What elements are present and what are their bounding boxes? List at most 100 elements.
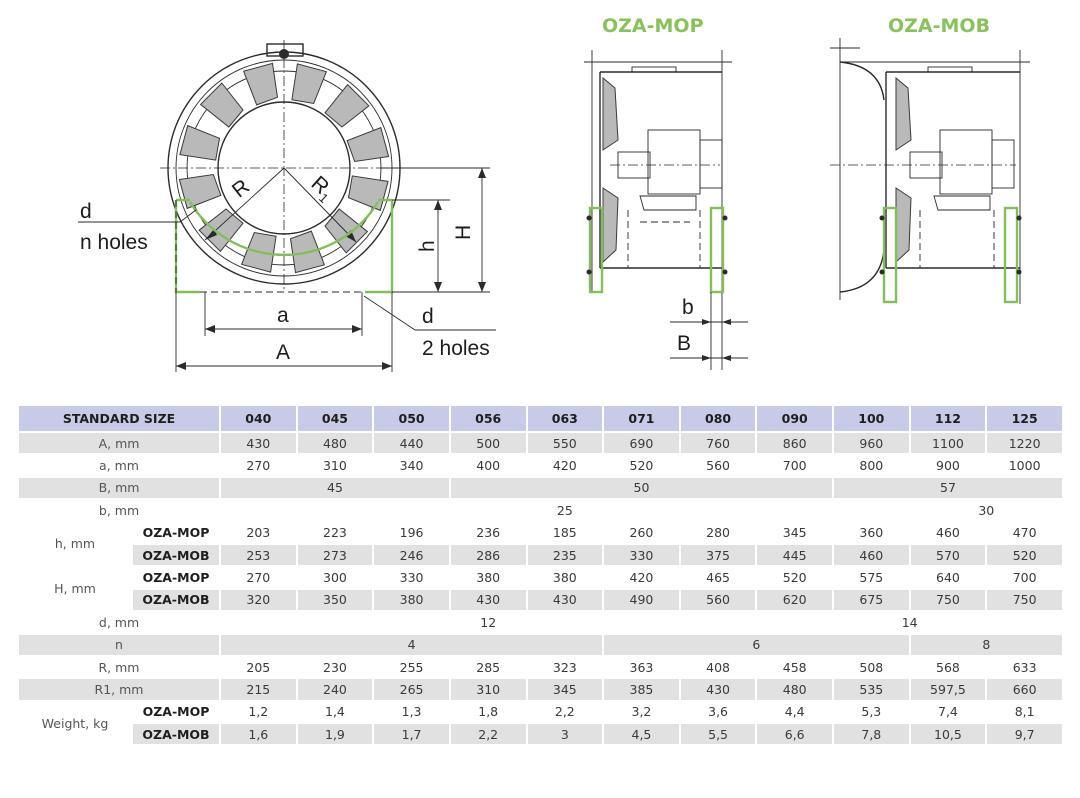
table-cell-merged: 30: [910, 500, 1062, 523]
model-label-mop: OZA-MOP: [133, 522, 220, 545]
table-cell: 1100: [910, 433, 986, 456]
table-cell: 4,4: [757, 702, 833, 725]
oza-mop-title: OZA-MOP: [602, 15, 704, 37]
table-header-row: STANDARD SIZE 040 045 050 056 063 071 08…: [19, 406, 1062, 433]
table-cell: 205: [221, 657, 296, 680]
table-cell: 385: [604, 679, 679, 702]
table-cell: 10,5: [910, 724, 986, 747]
row-label: d, mm: [19, 612, 220, 635]
size-header: 050: [374, 406, 449, 433]
table-cell-merged: 45: [221, 477, 449, 501]
table-cell: 597,5: [910, 679, 986, 702]
label-h: h: [416, 240, 439, 252]
fan-blade: [178, 173, 222, 210]
table-cell: 9,7: [987, 724, 1062, 747]
table-cell: 255: [374, 657, 449, 680]
fan-blade: [199, 82, 244, 128]
table-cell: 458: [757, 657, 833, 680]
table-cell: 300: [297, 567, 373, 590]
label-d-right: d: [422, 305, 434, 328]
label-n-holes: n holes: [80, 231, 148, 254]
table-cell: 960: [834, 433, 909, 456]
table-cell: 620: [757, 589, 833, 613]
table-cell: 223: [297, 523, 373, 545]
table-cell: 560: [680, 455, 756, 478]
table-cell: 363: [604, 657, 679, 680]
technical-drawings: d n holes R R1 h H a A d 2 holes OZA-MOP: [78, 15, 1030, 372]
table-cell: 253: [221, 544, 296, 568]
table-cell: 750: [987, 589, 1062, 613]
table-cell: 430: [680, 679, 756, 702]
table-cell: 490: [604, 589, 679, 613]
size-header: 071: [604, 406, 679, 433]
table-cell: 700: [757, 455, 833, 478]
table-cell-merged: 14: [757, 612, 1062, 635]
table-cell: 550: [527, 433, 603, 456]
size-header: 045: [297, 406, 373, 433]
table-cell: 273: [297, 544, 373, 568]
table-cell: 350: [297, 589, 373, 613]
row-label: h, mm: [19, 522, 131, 568]
table-cell-merged: 8: [910, 634, 1062, 657]
model-label-mob: OZA-MOB: [133, 724, 220, 747]
table-cell: 270: [221, 567, 296, 590]
label-d-left: d: [80, 200, 92, 223]
table-cell: 1220: [987, 433, 1062, 456]
table-cell: 420: [604, 567, 679, 590]
table-cell: 640: [910, 567, 986, 590]
table-cell: 4,5: [604, 724, 679, 747]
table-cell: 660: [987, 679, 1062, 702]
table-cell: 430: [450, 589, 526, 613]
label-A: A: [276, 341, 290, 364]
table-cell: 380: [527, 567, 603, 590]
table-cell: 330: [374, 567, 449, 590]
size-header: 100: [834, 406, 909, 433]
size-header: 125: [987, 406, 1062, 433]
table-cell: 560: [680, 589, 756, 613]
table-cell: 236: [450, 523, 526, 545]
table-cell: 568: [910, 657, 986, 680]
table-cell: 430: [221, 433, 296, 456]
fan-blade: [347, 175, 389, 212]
table-cell: 460: [910, 523, 986, 545]
fan-blade: [179, 124, 221, 161]
table-cell-merged: 12: [221, 612, 756, 635]
fan-blade: [346, 126, 390, 163]
table-cell-merged: 57: [834, 477, 1062, 501]
table-cell: 800: [834, 455, 909, 478]
table-cell: 6,6: [757, 724, 833, 747]
table-cell: 203: [221, 523, 296, 545]
table-cell: 420: [527, 455, 603, 478]
row-label: A, mm: [19, 433, 220, 456]
label-a: a: [277, 304, 289, 327]
row-label: a, mm: [19, 455, 220, 478]
row-label: H, mm: [19, 567, 131, 613]
table-cell: 2,2: [527, 702, 603, 725]
fan-blade: [242, 62, 279, 106]
table-cell: 480: [297, 433, 373, 456]
table-cell: 400: [450, 455, 526, 478]
table-cell: 246: [374, 544, 449, 568]
table-cell-merged: 25: [221, 500, 909, 523]
table-cell: 700: [987, 567, 1062, 590]
table-cell: 470: [987, 523, 1062, 545]
table-cell: 460: [834, 544, 909, 568]
table-cell: 690: [604, 433, 679, 456]
table-cell: 633: [987, 657, 1062, 680]
label-R1: R1: [305, 172, 339, 206]
table-cell: 520: [757, 567, 833, 590]
table-cell: 508: [834, 657, 909, 680]
table-cell: 445: [757, 544, 833, 568]
table-cell: 310: [450, 679, 526, 702]
oza-mop-side-drawing: OZA-MOP b B: [584, 15, 748, 370]
table-cell: 520: [987, 544, 1062, 568]
row-label: b, mm: [19, 500, 220, 523]
table-cell: 286: [450, 544, 526, 568]
table-cell: 535: [834, 679, 909, 702]
table-cell: 5,3: [834, 702, 909, 725]
table-cell: 900: [910, 455, 986, 478]
